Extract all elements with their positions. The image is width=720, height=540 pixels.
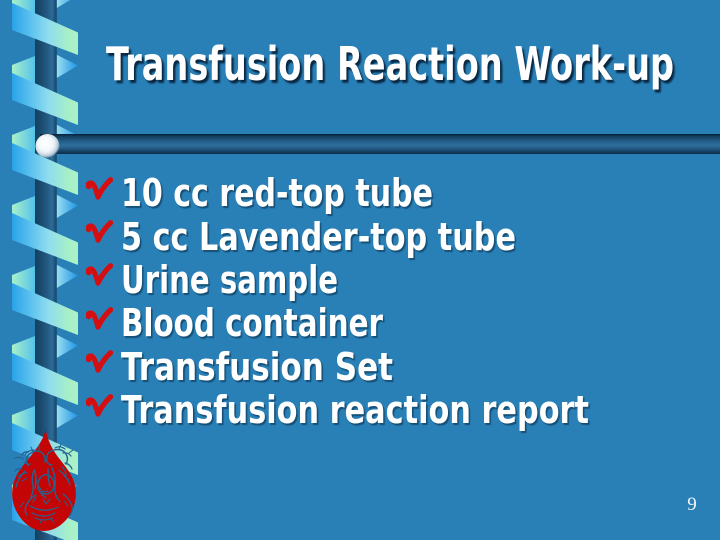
list-item-label: Transfusion Set — [121, 344, 393, 389]
list-item: Urine sample — [86, 257, 707, 302]
list-item-label: 10 cc red-top tube — [121, 171, 433, 216]
drop-figures-art — [14, 443, 74, 524]
checkmark-icon — [86, 350, 113, 373]
list-item: Transfusion Set — [86, 344, 707, 389]
blood-drop-shape — [12, 429, 76, 531]
checkmark-icon — [86, 176, 113, 200]
list-item: Transfusion reaction report — [86, 388, 707, 433]
page-number: 9 — [687, 494, 697, 515]
list-item-label: 5 cc Lavender-top tube — [121, 214, 516, 259]
title-block: Transfusion Reaction Work-up — [106, 37, 720, 91]
blood-drop-logo — [12, 429, 76, 531]
bullet-list: 10 cc red-top tube 5 cc Lavender-top tub… — [86, 171, 707, 433]
sphere-ornament — [35, 134, 60, 158]
checkmark-icon — [86, 306, 113, 330]
checkmark-icon — [86, 263, 113, 287]
list-item-label: Urine sample — [121, 257, 338, 302]
checkmark-icon — [86, 220, 113, 243]
list-item-label: Blood container — [121, 301, 383, 346]
slide-title: Transfusion Reaction Work-up — [106, 37, 674, 91]
checkmark-icon — [86, 393, 113, 417]
divider-bar — [40, 134, 720, 154]
list-item: Blood container — [86, 301, 707, 346]
list-item-label: Transfusion reaction report — [121, 388, 589, 433]
list-item: 5 cc Lavender-top tube — [86, 214, 707, 259]
list-item: 10 cc red-top tube — [86, 171, 707, 216]
